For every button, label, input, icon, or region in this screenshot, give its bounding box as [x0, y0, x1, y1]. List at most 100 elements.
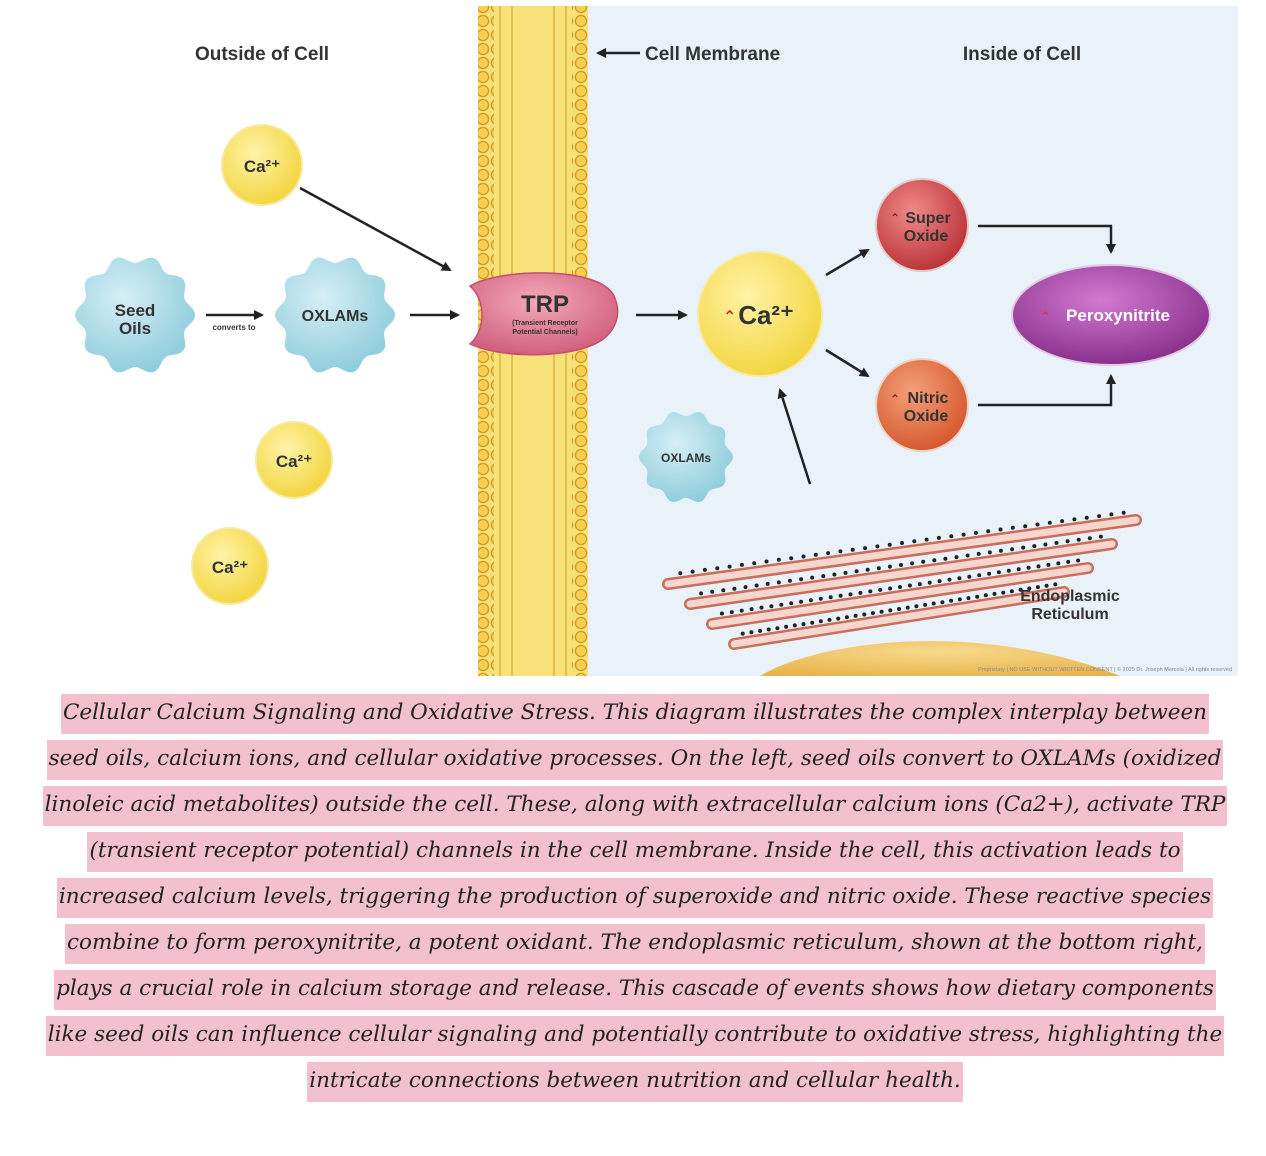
ribosome-dot: [729, 610, 734, 615]
ribosome-dot: [865, 567, 870, 572]
seed-oils-label-2: Oils: [119, 319, 151, 338]
ribosome-dot: [1065, 539, 1070, 544]
ribosome-dot: [905, 605, 910, 610]
increase-icon: ⌃: [890, 392, 900, 406]
ribosome-dot: [792, 623, 797, 628]
ribosome-dot: [1043, 542, 1048, 547]
ribosome-dot: [973, 530, 978, 535]
cell-membrane-label: Cell Membrane: [596, 44, 780, 65]
superoxide-label-2: Oxide: [904, 228, 949, 245]
ribosome-dot: [1023, 524, 1028, 529]
ribosome-dot: [836, 616, 841, 621]
ribosome-dot: [947, 577, 952, 582]
ribosome-dot: [987, 550, 992, 555]
ribosome-dot: [739, 562, 744, 567]
peroxynitrite-label: Peroxynitrite: [1066, 306, 1170, 325]
ribosome-dot: [838, 549, 843, 554]
ribosome-dot: [1035, 585, 1040, 590]
ribosome-dot: [1076, 537, 1081, 542]
superoxide-label-1: Super: [905, 210, 950, 227]
trp-sub-label-1: (Transient Receptor: [512, 320, 578, 327]
caption-text: Cellular Calcium Signaling and Oxidative…: [42, 694, 1228, 1102]
ribosome-dot: [976, 551, 981, 556]
ribosome-dot: [863, 546, 868, 551]
ribosome-dot: [844, 615, 849, 620]
arrow-er-to-ca: [777, 388, 812, 485]
seed-oils-label-1: Seed: [115, 301, 156, 320]
arrow-ca-to-trp: [299, 186, 452, 272]
ribosome-dot: [900, 541, 904, 545]
ribosome-dot: [870, 611, 875, 616]
ribosome-dot: [887, 564, 892, 569]
ribosome-dot: [1036, 564, 1041, 569]
ribosome-dot: [987, 571, 992, 576]
ribosome-dot: [983, 593, 988, 598]
ribosome-dot: [1044, 583, 1049, 588]
ribosome-dot: [779, 602, 784, 607]
oxlams-label: OXLAMs: [302, 308, 369, 325]
increase-icon: ⌃: [723, 307, 736, 326]
ribosome-dot: [876, 566, 881, 571]
outside-cell-label: Outside of Cell: [195, 44, 329, 65]
ribosome-dot: [998, 527, 1003, 532]
ribosome-dot: [740, 631, 745, 636]
ribosome-dot: [927, 580, 932, 585]
copyright-notice: Proprietary | NO USE WITHOUT WRITTEN CON…: [978, 666, 1232, 673]
peroxynitrite-node: ⌃ Peroxynitrite: [1011, 264, 1211, 366]
ribosome-dot: [907, 583, 912, 588]
ribosome-dot: [854, 569, 859, 574]
ribosome-dot: [1016, 567, 1021, 572]
ribosome-dot: [1056, 561, 1061, 566]
ribosome-dot: [1066, 559, 1071, 564]
ribosome-dot: [699, 591, 704, 596]
ribosome-dot: [1001, 590, 1006, 595]
ribosome-dot: [1010, 547, 1015, 552]
ribosome-dot: [754, 583, 759, 588]
ribosome-dot: [897, 607, 901, 611]
ribosome-dot: [732, 586, 737, 591]
calcium-ion-middle-label: Ca²⁺: [276, 452, 312, 471]
ribosome-dot: [878, 587, 883, 592]
ribosome-dot: [957, 576, 962, 581]
arrow-ca-to-nitric: [825, 348, 870, 378]
ribosome-dot: [912, 539, 917, 544]
ribosome-dot: [775, 626, 780, 631]
er-cisterna-lumen: [664, 516, 1140, 588]
ribosome-dot: [910, 561, 915, 566]
ribosome-dot: [813, 552, 818, 557]
arrow-superoxide-to-peroxynitrite: [978, 224, 1116, 254]
ribosome-dot: [1046, 562, 1051, 567]
ribosome-dot: [702, 567, 707, 572]
calcium-ion-bottom: Ca²⁺: [191, 527, 269, 605]
ribosome-dot: [853, 613, 858, 618]
ribosome-dot: [977, 573, 982, 578]
ribosome-dot: [1047, 520, 1052, 525]
ribosome-dot: [998, 548, 1003, 553]
ribosome-dot: [1027, 586, 1032, 591]
ribosome-dot: [1035, 522, 1040, 527]
ribosome-dot: [721, 588, 726, 593]
ribosome-dot: [678, 571, 683, 576]
ribosome-dot: [715, 566, 720, 571]
ribosome-dot: [787, 578, 792, 583]
ribosome-dot: [966, 596, 971, 601]
ribosome-dot: [764, 559, 769, 564]
ribosome-dot: [949, 598, 954, 603]
calcium-ion-middle: Ca²⁺: [255, 421, 333, 499]
ribosome-dot: [965, 553, 970, 558]
calcium-inside: ⌃ Ca²⁺: [697, 251, 823, 377]
trp-sub-label-2: Potential Channels): [512, 329, 577, 336]
er-label-2: Reticulum: [1031, 606, 1108, 623]
trp-channel: TRP (Transient Receptor Potential Channe…: [468, 272, 619, 356]
cell-membrane-label-text: Cell Membrane: [645, 44, 780, 65]
ribosome-dot: [1084, 515, 1089, 520]
er-label-1: Endoplasmic: [1020, 588, 1120, 605]
ribosome-dot: [1076, 558, 1081, 563]
ribosome-dot: [1018, 587, 1023, 592]
ribosome-dot: [827, 617, 832, 622]
ribosome-dot: [862, 612, 867, 617]
ribosome-dot: [710, 589, 715, 594]
ribosome-dot: [1097, 514, 1102, 519]
ribosome-dot: [838, 593, 843, 598]
ribosome-dot: [749, 607, 754, 612]
